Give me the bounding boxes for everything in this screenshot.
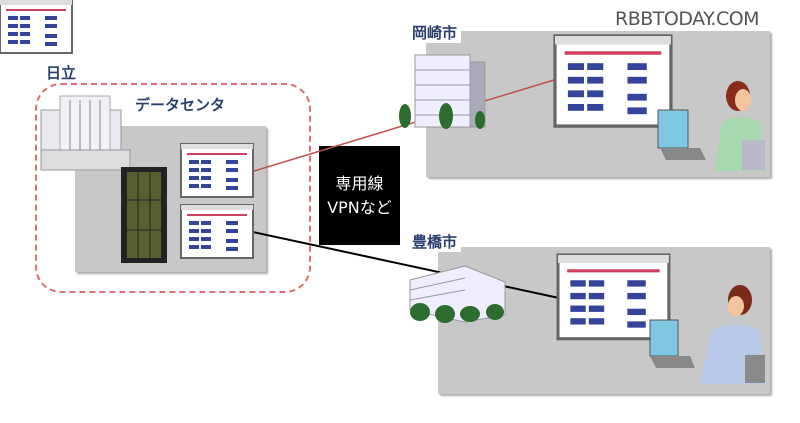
toyohashi-link — [252, 231, 560, 299]
hitachi-label: 日立 — [46, 64, 77, 82]
app-screen-icon — [0, 0, 73, 54]
user-person-icon — [649, 285, 765, 384]
app-screen-icon — [553, 34, 673, 128]
connection-line1: 専用線 — [335, 173, 384, 193]
okazaki-label: 岡崎市 — [408, 22, 462, 43]
toyohashi-label: 豊橋市 — [408, 231, 462, 252]
watermark: RBBTODAY.COM — [615, 8, 760, 30]
server-rack-icon — [121, 167, 167, 263]
datacenter-label: データセンタ — [135, 96, 226, 114]
user-person-icon — [657, 81, 765, 171]
connection-line2: VPNなど — [327, 197, 392, 217]
toyohashi-building-icon — [409, 265, 506, 323]
app-screen-icon — [180, 143, 254, 198]
connection-box: 専用線 VPNなど — [319, 146, 400, 245]
okazaki-building-icon — [399, 54, 486, 129]
hitachi-building-icon — [40, 95, 131, 171]
app-screen-icon — [180, 204, 254, 259]
hitachi-boundary — [35, 83, 311, 293]
